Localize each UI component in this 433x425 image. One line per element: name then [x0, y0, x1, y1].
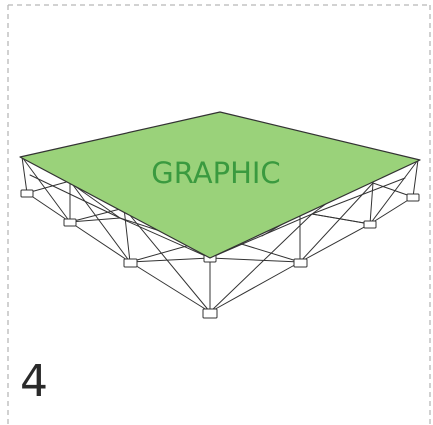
dashed-border [7, 4, 431, 425]
foot-right-mid [363, 220, 377, 229]
support-feet [20, 189, 420, 319]
foot-right [406, 193, 420, 202]
foot-left [20, 189, 34, 198]
foot-right-front [293, 258, 308, 268]
step-number: 4 [20, 356, 48, 407]
foot-front [202, 308, 218, 319]
truss-frame [21, 156, 419, 313]
foot-left-mid [63, 218, 77, 227]
foot-left-front [123, 258, 138, 268]
graphic-label: GRAPHIC [151, 156, 280, 190]
graphic-panel [19, 111, 421, 259]
